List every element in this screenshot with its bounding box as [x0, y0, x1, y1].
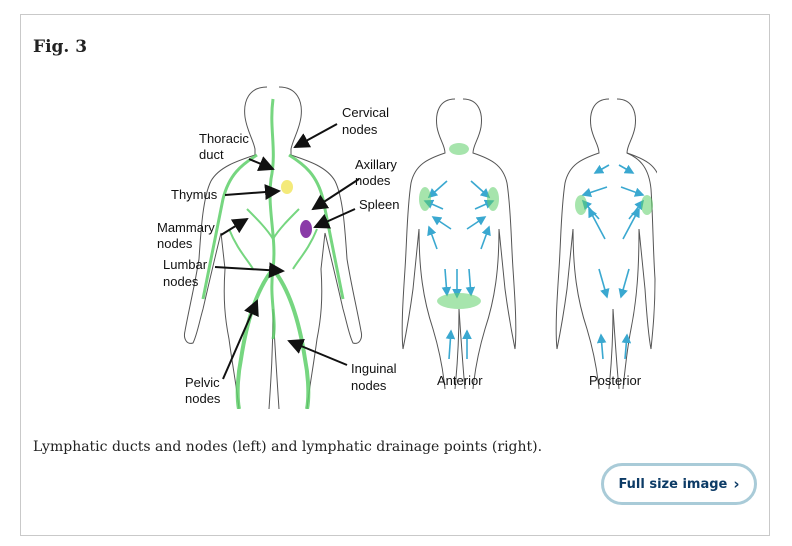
label-inguinal-1: Inguinal [351, 361, 397, 376]
label-lumbar-1: Lumbar [163, 257, 208, 272]
label-axillary-2: nodes [355, 173, 391, 188]
figure-label: Fig. 3 [33, 37, 88, 57]
spleen-shape [300, 220, 312, 238]
label-axillary-1: Axillary [355, 157, 397, 172]
lymph-network [201, 98, 345, 409]
full-size-image-label: Full size image [618, 476, 728, 492]
figure-caption: Lymphatic ducts and nodes (left) and lym… [33, 439, 543, 455]
posterior-body [555, 98, 657, 390]
figure-card: Fig. 3 [20, 14, 770, 536]
label-mammary-2: nodes [157, 236, 193, 251]
label-pelvic-1: Pelvic [185, 375, 220, 390]
anterior-nodes [419, 143, 499, 309]
label-posterior: Posterior [589, 373, 642, 388]
label-thoracic-1: Thoracic [199, 131, 249, 146]
chevron-right-icon: › [733, 475, 740, 493]
label-thoracic-2: duct [199, 147, 224, 162]
label-thymus: Thymus [171, 187, 218, 202]
label-anterior: Anterior [437, 373, 483, 388]
label-cervical-2: nodes [342, 122, 378, 137]
thymus-shape [281, 180, 293, 194]
label-cervical-1: Cervical [342, 105, 389, 120]
lymphatic-diagram: Cervical nodes Thoracic duct Axillary no… [157, 86, 657, 409]
label-spleen: Spleen [359, 197, 399, 212]
figure-image: Cervical nodes Thoracic duct Axillary no… [137, 69, 657, 409]
posterior-nodes [575, 195, 653, 215]
label-pelvic-2: nodes [185, 391, 221, 406]
label-inguinal-2: nodes [351, 378, 387, 393]
label-mammary-1: Mammary [157, 220, 215, 235]
anterior-body [401, 98, 517, 390]
posterior-drainage [581, 164, 645, 360]
anterior-drainage [423, 180, 495, 360]
label-lumbar-2: nodes [163, 274, 199, 289]
full-size-image-button[interactable]: Full size image › [601, 463, 757, 505]
